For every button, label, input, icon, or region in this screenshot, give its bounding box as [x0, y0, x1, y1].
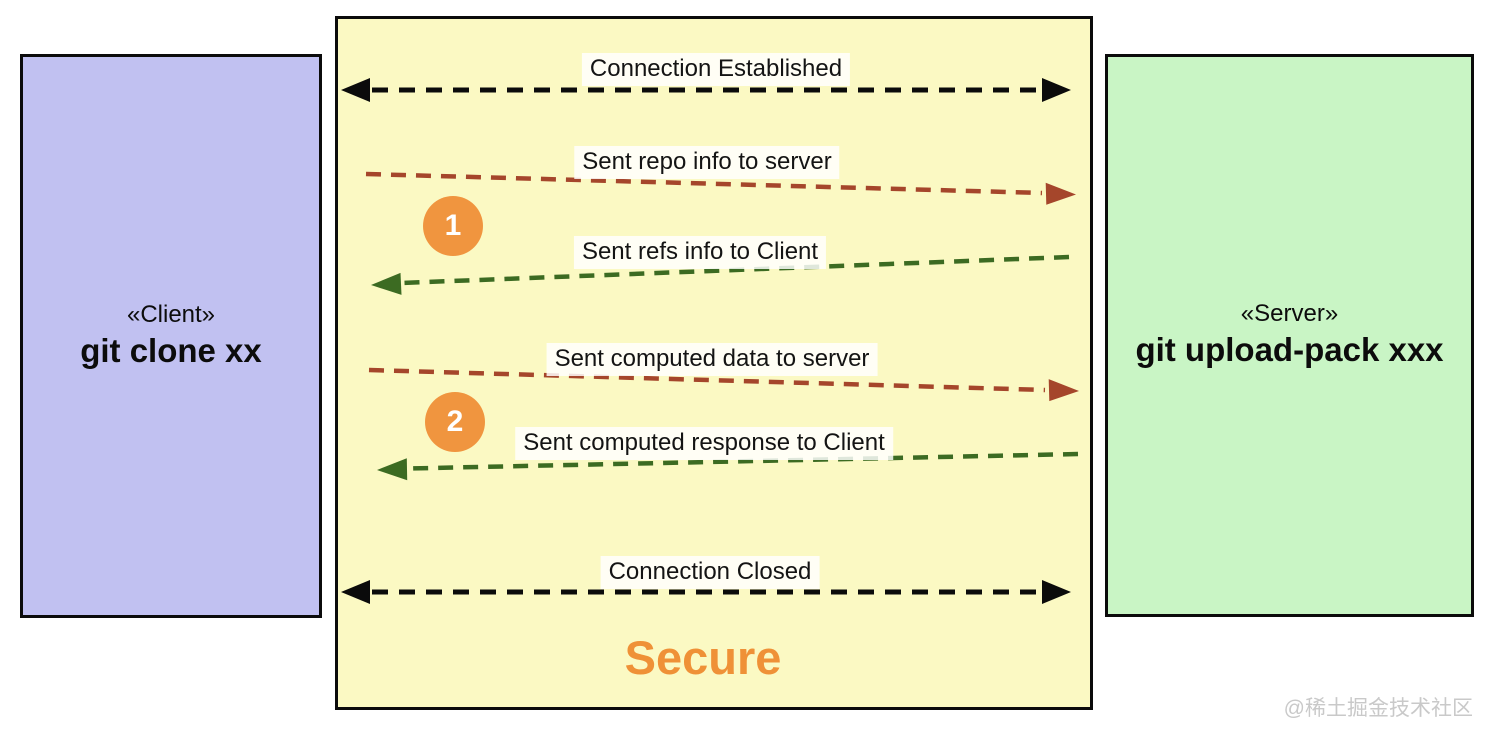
refs-info-label: Sent refs info to Client: [573, 236, 827, 269]
computed-data-label: Sent computed data to server: [546, 343, 878, 376]
client-box: «Client» git clone xx: [20, 54, 322, 618]
server-box: «Server» git upload-pack xxx: [1105, 54, 1474, 617]
secure-channel-label: Secure: [624, 631, 782, 684]
server-name: git upload-pack xxx: [1135, 331, 1444, 369]
client-name: git clone xx: [80, 331, 262, 369]
computed-response-label: Sent computed response to Client: [515, 427, 893, 460]
client-stereotype: «Client»: [126, 300, 216, 328]
step-2-badge: 2: [425, 392, 485, 452]
step-1-badge: 1: [423, 196, 483, 256]
connection-closed-label: Connection Closed: [600, 556, 820, 589]
repo-info-label: Sent repo info to server: [574, 146, 840, 179]
connection-established-label: Connection Established: [581, 53, 851, 86]
watermark-text: @稀土掘金技术社区: [1283, 697, 1473, 720]
server-stereotype: «Server»: [1240, 300, 1339, 328]
